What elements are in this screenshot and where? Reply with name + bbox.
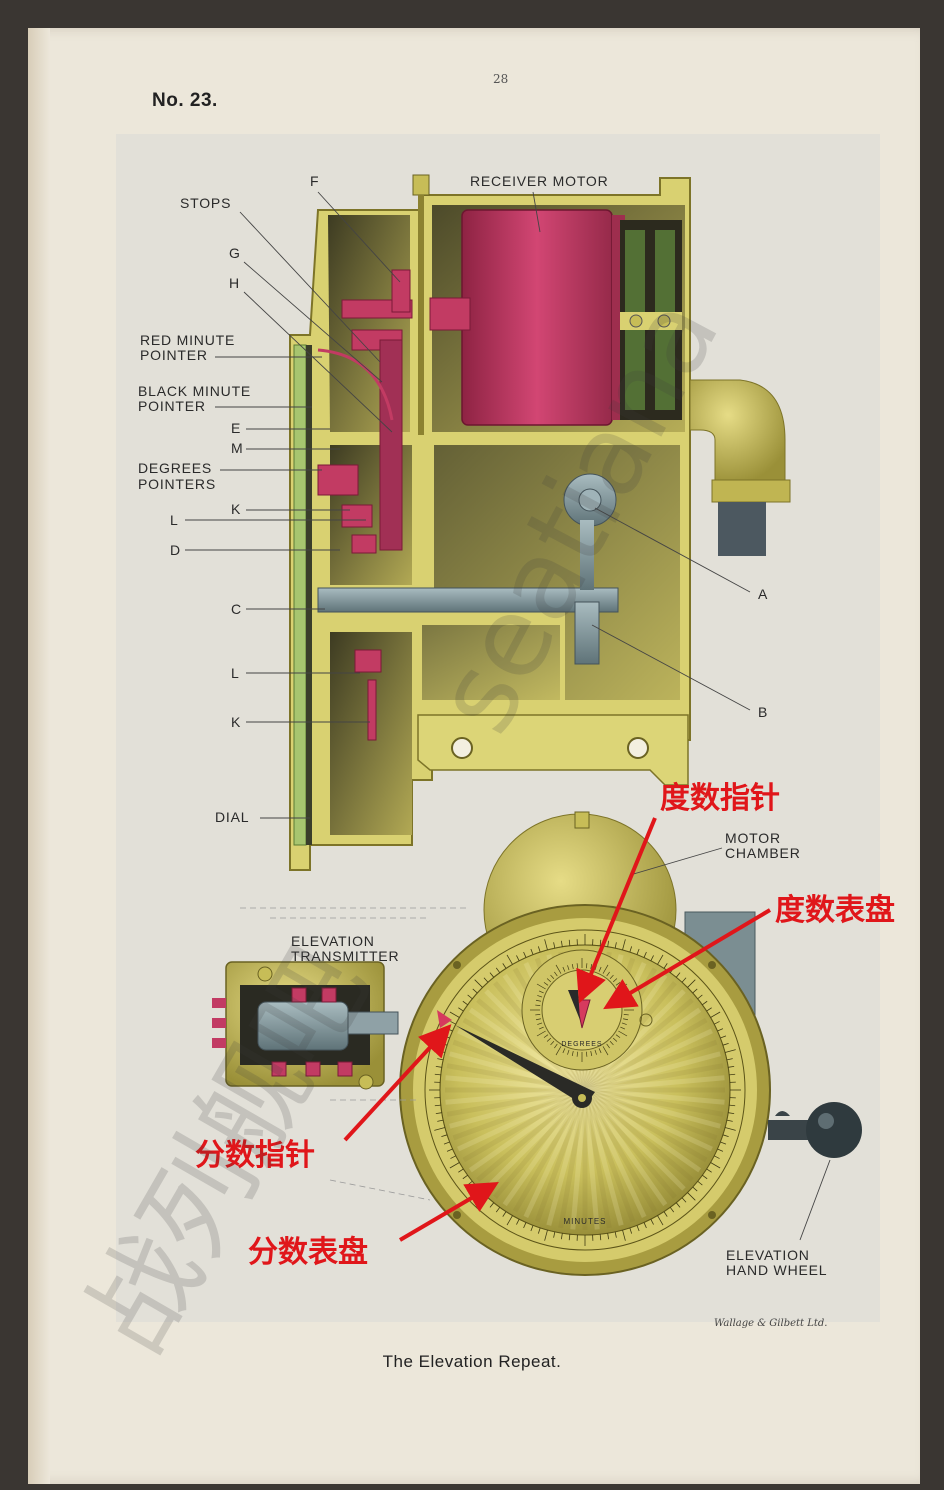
printer-credit: Wallage & Gilbett Ltd. (714, 1318, 828, 1329)
minutes-scale-outer (424, 929, 746, 1251)
vertical-shaft (418, 195, 424, 435)
gear-train (317, 269, 471, 741)
annotation-degrees-pointer: 度数指针 (660, 781, 780, 816)
bezel-screw-4 (708, 1211, 716, 1219)
transmitter-terminals (212, 998, 226, 1048)
red-minute-pointer-arm (317, 348, 394, 421)
sectional-leader-lines (185, 191, 751, 819)
label-degrees-pointers-1: DEGREES (138, 460, 212, 476)
cable (718, 502, 766, 556)
dial-face (306, 345, 312, 845)
annotation-minutes-dial: 分数表盘 (248, 1235, 368, 1270)
conduit-nut (711, 479, 791, 503)
sectional-labels: RECEIVER MOTOR STOPS F G H RED MINUTE PO… (138, 173, 768, 825)
mounting-bracket (417, 714, 689, 786)
label-k-2: K (231, 714, 241, 730)
transmitter-screw-top (257, 966, 273, 982)
label-f: F (310, 173, 319, 189)
hand-wheel-stem (768, 1120, 808, 1140)
label-black-minute-1: BLACK MINUTE (138, 383, 251, 399)
degrees-dial-text: DEGREES (561, 1041, 602, 1048)
worm-a-arm (580, 520, 594, 590)
label-motor-chamber-2: CHAMBER (725, 845, 801, 861)
gear-l-lower (354, 649, 382, 673)
label-red-minute-1: RED MINUTE (140, 332, 235, 348)
sectional-view (289, 174, 791, 871)
arrow-minutes-dial (398, 1181, 499, 1242)
label-e: E (231, 420, 241, 436)
bezel-screw-3 (453, 1211, 461, 1219)
annotation-degrees-dial: 度数表盘 (775, 893, 895, 928)
front-view: DEGREES MINUTES (212, 811, 862, 1276)
label-elevation-hand-wheel-2: HAND WHEEL (726, 1262, 827, 1278)
gear-f-boss (391, 269, 411, 313)
brush-screw-left (629, 314, 643, 328)
brush-screw-right (657, 314, 671, 328)
label-red-minute-2: POINTER (140, 347, 208, 363)
label-receiver-motor: RECEIVER MOTOR (470, 173, 609, 189)
arrow-degrees-pointer (576, 817, 657, 1004)
dial-glass (293, 344, 307, 846)
front-leader-lines (629, 847, 831, 1241)
label-h: H (229, 275, 240, 291)
bezel-screw-1 (453, 961, 461, 969)
transmitter-brushes (271, 987, 353, 1077)
bracket-hole-left (451, 737, 473, 759)
motor-shaft-pinion (429, 297, 471, 331)
annotations: 度数指针 度数表盘 分数指针 分数表盘 (195, 781, 895, 1270)
minutes-dial-text: MINUTES (564, 1217, 607, 1226)
plate-number: No. 23. (152, 90, 218, 111)
minute-pointer-red (437, 1010, 452, 1028)
adjust-screw (639, 1013, 653, 1027)
wheel-b (574, 601, 600, 665)
annotation-minutes-pointer: 分数指针 (195, 1138, 315, 1173)
minute-pointer-black (455, 1025, 595, 1106)
label-l-1: L (170, 512, 179, 528)
label-d: D (170, 542, 181, 558)
arrow-minutes-pointer (343, 1024, 452, 1142)
cavity-right (434, 445, 680, 700)
label-l-2: L (231, 665, 240, 681)
worm-a-center (578, 488, 602, 512)
bracket-hole-right (627, 737, 649, 759)
label-c: C (231, 601, 242, 617)
hand-wheel-highlight (818, 1113, 834, 1129)
transmitter-shaft (347, 1011, 399, 1035)
label-k-1: K (231, 501, 241, 517)
label-m: M (231, 440, 243, 456)
degrees-pointer-hub (317, 464, 359, 496)
label-stops: STOPS (180, 195, 231, 211)
minute-pointer-hub-pin (578, 1094, 586, 1102)
gear-h-rack (379, 339, 403, 551)
label-g: G (229, 245, 241, 261)
transmitter-screw-bottom (358, 1074, 374, 1090)
cavity-lower-right (422, 625, 560, 700)
label-b: B (758, 704, 768, 720)
page-number: 28 (493, 72, 509, 86)
degrees-ticks (530, 958, 634, 1062)
gear-l-upper (351, 534, 377, 554)
bezel-screw-2 (708, 961, 716, 969)
shaft-c (317, 587, 619, 613)
construction-lines (240, 907, 470, 1201)
motor-chamber-terminal (574, 811, 590, 829)
label-elevation-transmitter-2: TRANSMITTER (291, 948, 399, 964)
page-edge (28, 28, 50, 1484)
figure-caption: The Elevation Repeat. (382, 1352, 562, 1371)
front-view-labels: MOTOR CHAMBER ELEVATION TRANSMITTER ELEV… (291, 830, 827, 1278)
hand-wheel-knob (806, 1102, 862, 1158)
arrow-degrees-dial (603, 908, 772, 1010)
label-black-minute-2: POINTER (138, 398, 206, 414)
gear-k-lower (367, 679, 377, 741)
label-a: A (758, 586, 768, 602)
label-elevation-transmitter-1: ELEVATION (291, 933, 375, 949)
hand-wheel-collar (775, 1111, 790, 1116)
label-degrees-pointers-2: POINTERS (138, 476, 216, 492)
label-dial: DIAL (215, 809, 249, 825)
label-elevation-hand-wheel-1: ELEVATION (726, 1247, 810, 1263)
gear-k-upper (341, 504, 373, 528)
top-terminal (412, 174, 430, 196)
label-motor-chamber-1: MOTOR (725, 830, 781, 846)
